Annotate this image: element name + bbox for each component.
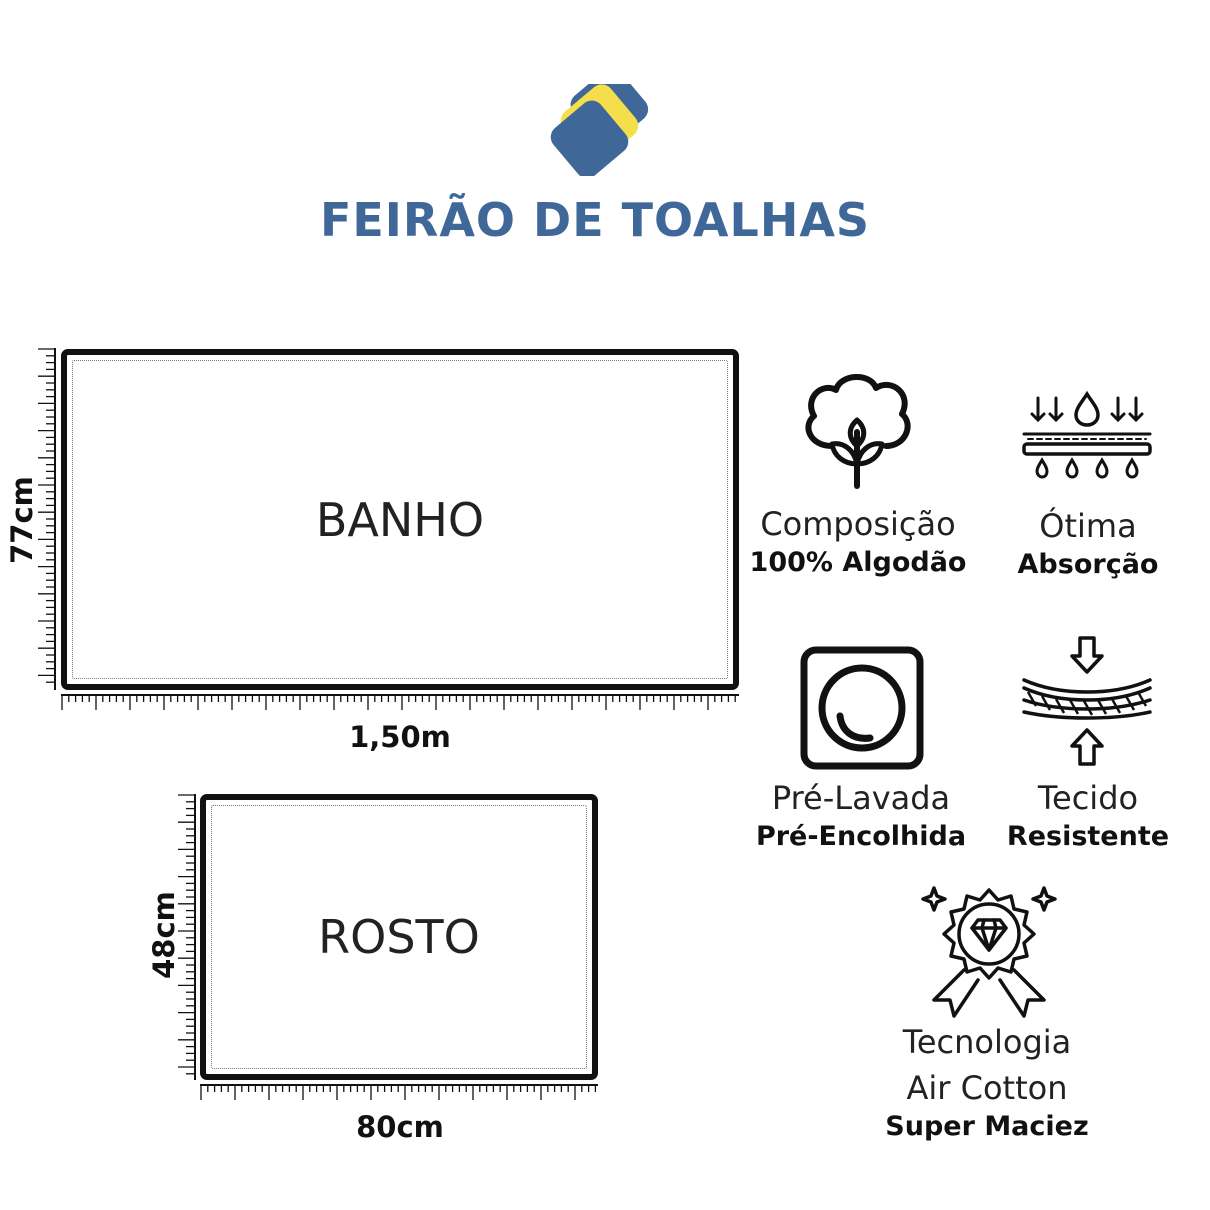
brand-name: FEIRÃO DE TOALHAS [319,193,871,247]
width-ruler [61,694,739,710]
towel-height-label: 48cm [147,891,181,979]
feature-title: Pré-Lavada [771,779,951,817]
towel-width-label: 80cm [356,1110,444,1144]
feature-title-2: Air Cotton [906,1069,1068,1107]
feature-resistant: Tecido Resistente [988,778,1188,856]
towel-name: BANHO [315,492,485,547]
towel-height-label: 77cm [5,476,39,564]
washing-symbol-icon [800,646,924,770]
feature-absorption: Ótima Absorção [988,506,1188,584]
height-ruler [38,348,56,690]
feature-title: Tecido [1037,779,1139,817]
towel-stitching [72,360,728,679]
feature-title: Tecnologia [902,1023,1072,1061]
towel-rosto: ROSTO [200,794,598,1080]
feature-title: Ótima [1039,507,1137,545]
absorption-icon [1022,390,1152,479]
cotton-plant-icon [805,374,911,489]
feature-composition: Composição 100% Algodão [740,504,976,582]
width-ruler [200,1084,598,1100]
feature-subtitle: Pré-Encolhida [755,821,967,852]
feature-subtitle: Super Maciez [885,1111,1089,1142]
feature-subtitle: Absorção [1017,549,1159,580]
towel-banho: BANHO [61,349,739,690]
towel-name: ROSTO [318,910,480,964]
feature-subtitle: Resistente [1006,821,1170,852]
resistant-fabric-icon [1022,636,1152,766]
feature-subtitle: 100% Algodão [749,547,967,578]
feature-prewashed: Pré-Lavada Pré-Encolhida [740,778,982,856]
towel-width-label: 1,50m [349,720,451,754]
towel-stitching [211,805,587,1069]
feature-air-cotton: Tecnologia Air Cotton Super Maciez [860,1022,1114,1146]
diamond-badge-icon [921,886,1057,1018]
brand-logo-icon [550,84,649,176]
feature-title: Composição [760,505,956,543]
height-ruler [178,794,196,1080]
